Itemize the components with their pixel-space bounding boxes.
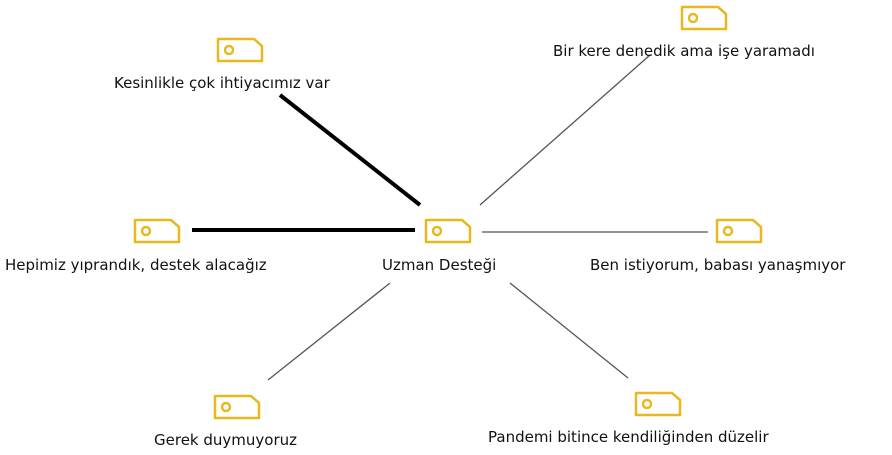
node-tag-icon	[680, 5, 728, 31]
node-label: Gerek duymuyoruz	[154, 431, 297, 449]
node-label: Ben istiyorum, babası yanaşmıyor	[590, 256, 846, 274]
node-tag-icon	[715, 218, 763, 244]
center-label: Uzman Desteği	[382, 256, 497, 274]
node-tag-icon	[634, 391, 682, 417]
node-label: Pandemi bitince kendiliğinden düzelir	[488, 428, 769, 446]
edge-center-to-tried-once	[479, 54, 651, 206]
node-label: Bir kere denedik ama işe yaramadı	[553, 42, 815, 60]
node-label: Kesinlikle çok ihtiyacımız var	[114, 74, 330, 92]
node-label: Hepimiz yıprandık, destek alacağız	[5, 256, 267, 274]
node-tag-icon	[133, 218, 181, 244]
node-tag-icon	[216, 37, 264, 63]
node-tag-icon	[213, 394, 261, 420]
edge-center-to-no-need	[267, 282, 391, 381]
edge-center-to-pandemic	[509, 282, 629, 379]
center-tag-icon	[424, 218, 472, 244]
edge-center-to-strong-need	[278, 93, 422, 207]
